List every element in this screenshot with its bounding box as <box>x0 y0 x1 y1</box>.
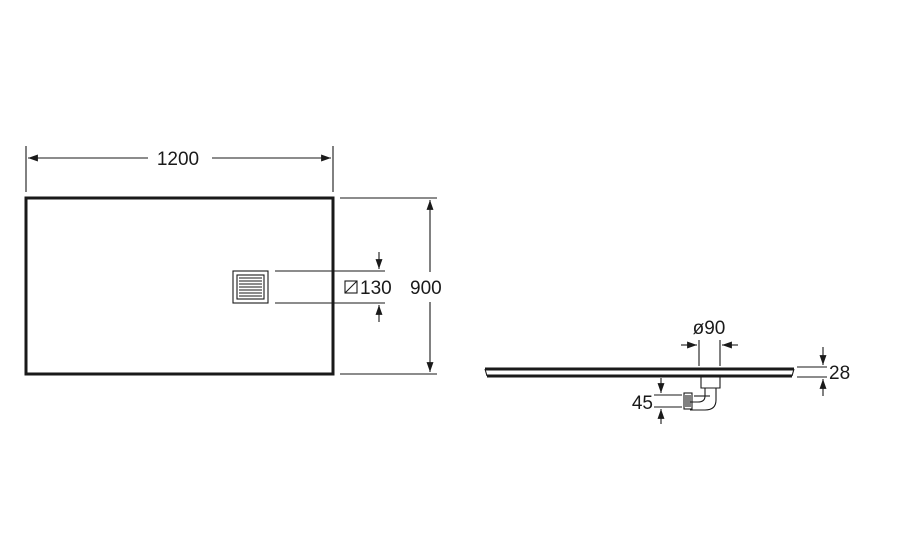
tray-profile <box>484 367 795 378</box>
width-label: 1200 <box>157 149 199 170</box>
thickness-label: 28 <box>829 363 850 384</box>
width-dimension: 1200 <box>25 146 334 192</box>
tray-outline <box>24 196 335 376</box>
side-view: ø90 28 45 <box>484 318 850 424</box>
depth-label: 900 <box>410 278 442 299</box>
outlet-label: ø90 <box>693 318 726 339</box>
depth-dimension: 900 <box>340 197 442 375</box>
drain-dimension: 130 <box>275 252 392 322</box>
plan-view: 1200 900 <box>24 146 442 376</box>
thickness-dimension: 28 <box>797 347 850 396</box>
drain-label: 130 <box>360 278 392 299</box>
square-icon <box>344 280 358 294</box>
trap-height-label: 45 <box>632 393 653 414</box>
drain-trap-icon <box>683 377 721 411</box>
outlet-dimension: ø90 <box>681 318 738 366</box>
drain-grate-icon <box>232 270 269 304</box>
trap-height-dimension: 45 <box>632 378 682 424</box>
